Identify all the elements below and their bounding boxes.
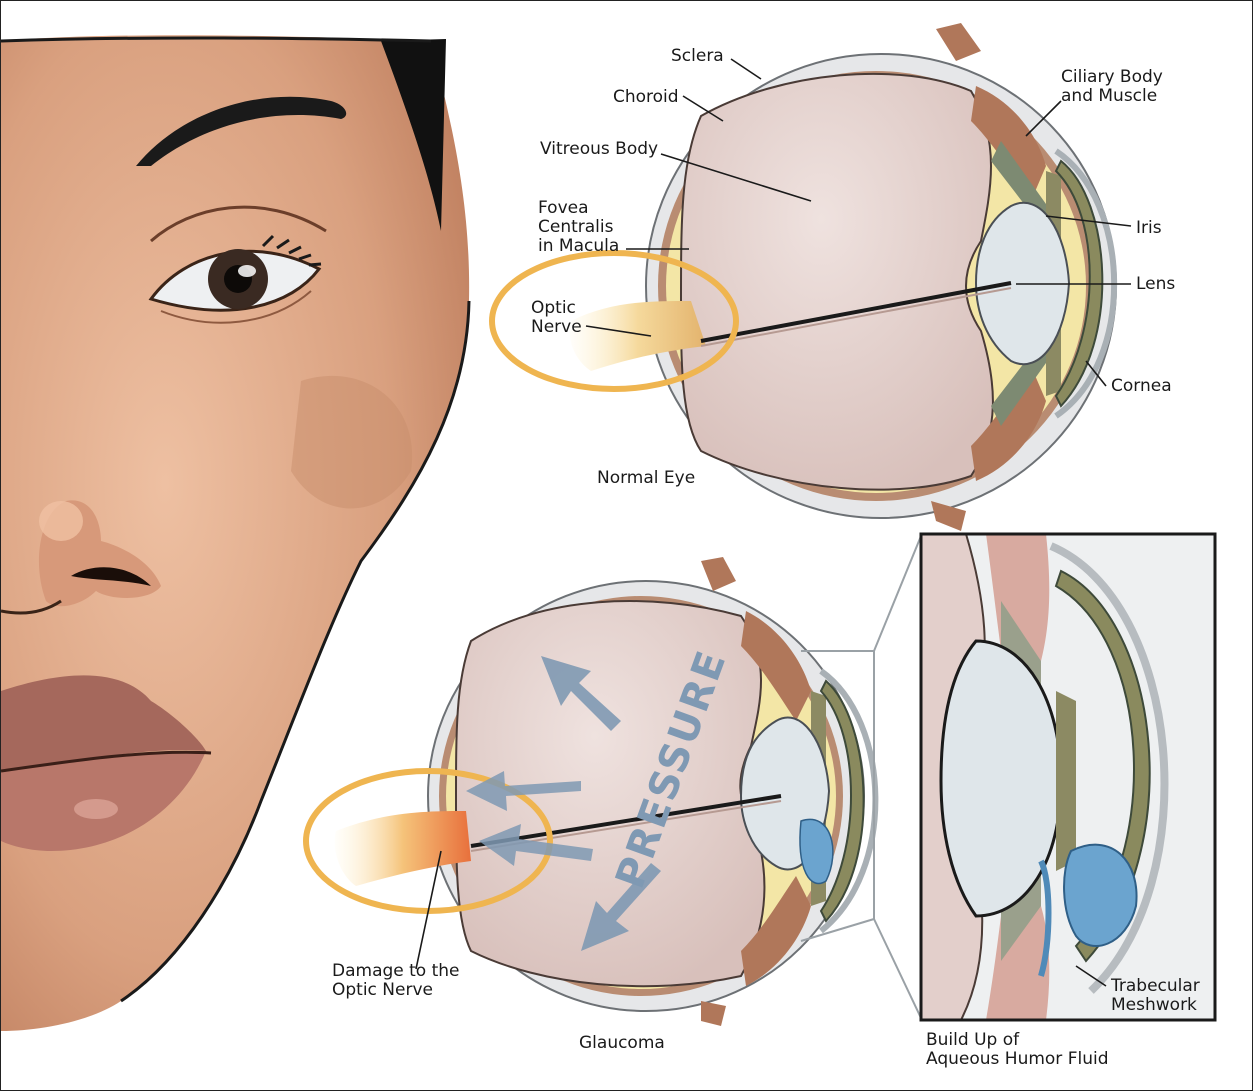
glaucoma-eye: PRESSURE (306, 557, 875, 1026)
inset-iris (1056, 691, 1076, 871)
normal-eye (492, 23, 1116, 531)
vitreous-body (681, 74, 993, 490)
label-damage-line2: Optic Nerve (332, 980, 433, 1000)
label-lens: Lens (1136, 274, 1175, 294)
nose-highlight (39, 501, 83, 541)
label-optic-nerve-line2: Nerve (531, 317, 582, 337)
face-illustration (1, 35, 469, 1031)
caption-build-up-line2: Aqueous Humor Fluid (926, 1049, 1109, 1069)
caption-glaucoma: Glaucoma (579, 1033, 665, 1053)
label-fovea-line3: in Macula (538, 236, 619, 256)
label-cornea: Cornea (1111, 376, 1172, 396)
label-ciliary-line2: and Muscle (1061, 86, 1157, 106)
label-choroid: Choroid (613, 87, 679, 107)
label-sclera: Sclera (671, 46, 724, 66)
muscle-top-normal (936, 23, 981, 61)
caption-normal-eye: Normal Eye (597, 468, 695, 488)
label-iris: Iris (1136, 218, 1162, 238)
zoom-inset (921, 534, 1215, 1020)
label-trabecular-line2: Meshwork (1111, 995, 1197, 1015)
label-fovea-line1: Fovea (538, 198, 589, 218)
label-ciliary-line1: Ciliary Body (1061, 67, 1163, 87)
label-optic-nerve-line1: Optic (531, 298, 576, 318)
label-trabecular-line1: Trabecular (1110, 976, 1200, 996)
caption-build-up-line1: Build Up of (926, 1030, 1020, 1050)
label-damage-line1: Damage to the (332, 961, 460, 981)
lip-shine (74, 799, 118, 819)
label-fovea-line2: Centralis (538, 217, 614, 237)
label-vitreous-body: Vitreous Body (540, 139, 658, 159)
